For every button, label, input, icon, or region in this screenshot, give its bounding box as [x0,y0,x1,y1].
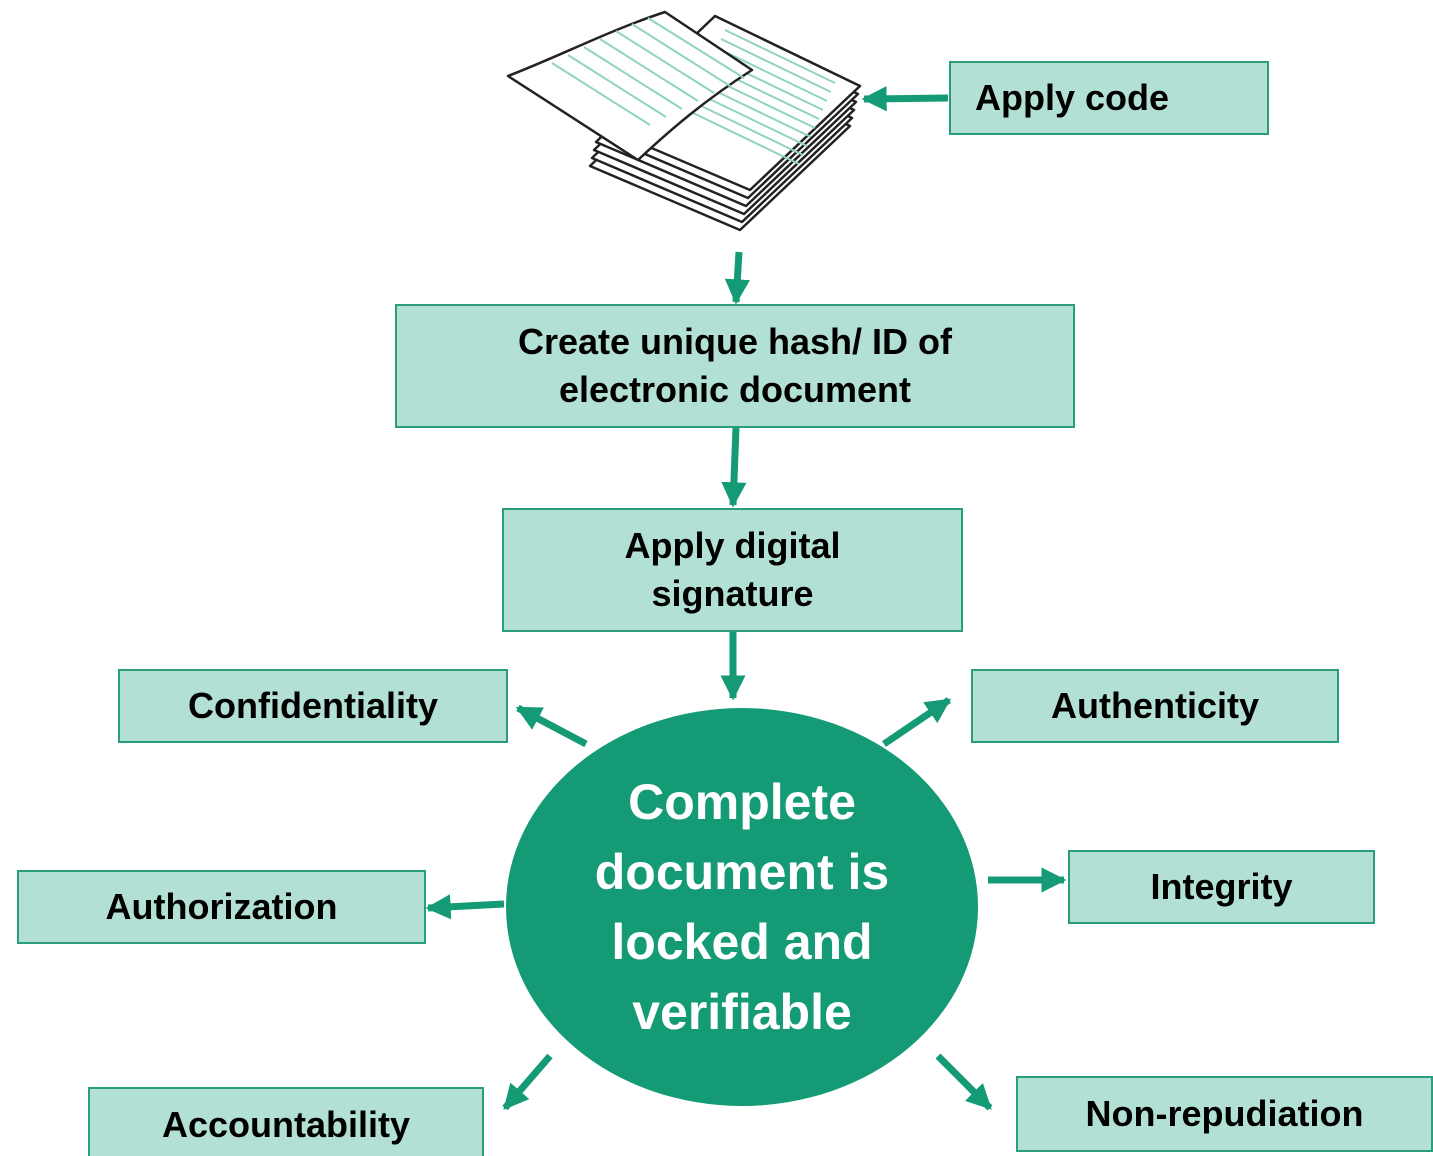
authorization-label: Authorization [105,886,338,927]
apply-code-label: Apply code [975,77,1170,118]
apply-code-box: Apply code [949,61,1269,135]
arrow-to-authorization [425,894,505,920]
locked-document-label: Complete document is locked and verifiab… [594,774,890,1040]
apply-signature-label: Apply digital signature [624,525,841,614]
accountability-label: Accountability [161,1104,411,1145]
non-repudiation-box: Non-repudiation [1016,1076,1433,1152]
arrow-to-non-repudiation [935,1053,993,1111]
non-repudiation-label: Non-repudiation [1085,1093,1364,1134]
apply-signature-box: Apply digital signature [502,508,963,632]
create-hash-label: Create unique hash/ ID of electronic doc… [517,321,953,410]
document-stack-icon [506,10,862,232]
authorization-box: Authorization [17,870,426,944]
arrow-to-accountability [502,1053,553,1111]
integrity-box: Integrity [1068,850,1375,924]
arrow-document-to-hash [724,251,750,305]
create-hash-box: Create unique hash/ ID of electronic doc… [395,304,1075,428]
integrity-label: Integrity [1150,866,1293,907]
confidentiality-box: Confidentiality [118,669,508,743]
arrow-hash-to-signature [721,427,747,508]
arrow-to-authenticity [882,697,952,747]
confidentiality-label: Confidentiality [188,685,438,726]
arrow-to-confidentiality [515,704,588,748]
locked-document-circle: Complete document is locked and verifiab… [506,708,978,1106]
arrow-apply-code-to-document [861,86,949,112]
authenticity-label: Authenticity [1050,685,1259,726]
accountability-box: Accountability [88,1087,484,1156]
authenticity-box: Authenticity [971,669,1339,743]
